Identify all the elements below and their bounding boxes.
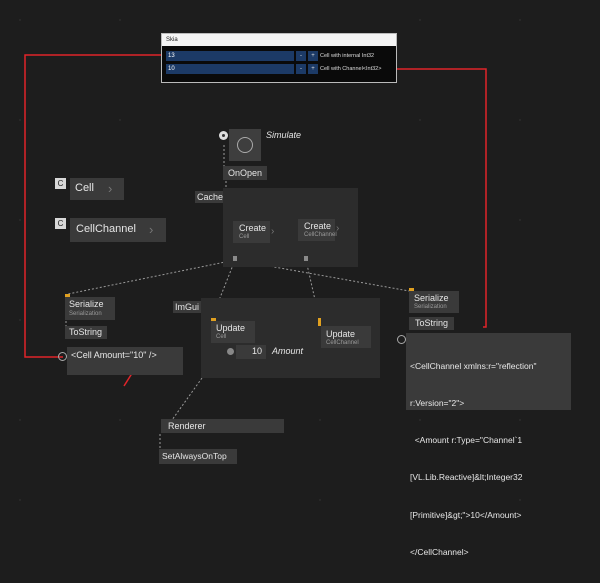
- skia-row-cellchannel: 10 - + Cell with Channel<Int32>: [166, 64, 392, 74]
- simulate-toggle[interactable]: [219, 131, 228, 140]
- cellchannel-class-tag: C: [55, 218, 66, 229]
- cellchannel-int-increment-button[interactable]: +: [308, 64, 318, 74]
- create-cell-output-pin[interactable]: [233, 256, 237, 261]
- amount-label: Amount: [272, 346, 304, 356]
- cellchannel-int-decrement-button[interactable]: -: [296, 64, 306, 74]
- cellchannel-type-node[interactable]: CellChannel ›: [70, 218, 166, 242]
- create-cell-node[interactable]: Create Cell: [233, 221, 270, 243]
- right-output-text: <CellChannel xmlns:r="reflection" r:Vers…: [410, 335, 537, 583]
- imgui-node[interactable]: ImGui: [173, 301, 201, 313]
- create-cell-sub: Cell: [239, 234, 250, 240]
- setalwaysontop-node[interactable]: SetAlwaysOnTop: [159, 449, 237, 464]
- tostring-left-node[interactable]: ToString: [65, 326, 107, 339]
- cell-int-decrement-button[interactable]: -: [296, 51, 306, 61]
- skia-window-title: Skia: [162, 34, 396, 46]
- skia-row-cell: 13 - + Cell with internal Int32: [166, 51, 392, 61]
- dot-grid: [19, 19, 521, 501]
- create-cellchannel-node[interactable]: Create CellChannel: [298, 219, 337, 241]
- serialize-left-label: Serialize: [69, 299, 104, 309]
- serialize-right-label: Serialize: [414, 293, 449, 303]
- setalwaysontop-label: SetAlwaysOnTop: [162, 451, 227, 461]
- update-cellchannel-input-pin[interactable]: [318, 318, 321, 326]
- right-output-line: [VL.Lib.Reactive]&lt;Integer32: [410, 472, 523, 483]
- imgui-label: ImGui: [175, 302, 200, 312]
- onopen-node[interactable]: OnOpen: [223, 166, 267, 180]
- tostring-left-label: ToString: [69, 327, 103, 337]
- update-cellchannel-sub: CellChannel: [326, 340, 359, 346]
- cache-label: Cache: [197, 192, 224, 202]
- renderer-label: Renderer: [168, 421, 206, 431]
- serialize-right-input-pin[interactable]: [409, 288, 414, 291]
- right-output-pin-icon: [397, 335, 406, 344]
- create-cellchannel-label: Create: [304, 221, 332, 231]
- amount-value: 10: [252, 346, 263, 356]
- right-output-line: </CellChannel>: [410, 546, 469, 557]
- right-output-line: <CellChannel xmlns:r="reflection": [410, 360, 537, 371]
- renderer-node[interactable]: Renderer: [161, 419, 284, 433]
- update-cell-node[interactable]: Update Cell: [211, 321, 255, 343]
- left-output-pin-icon: [58, 352, 67, 361]
- right-output-line: r:Version="2">: [410, 398, 465, 409]
- tostring-right-node[interactable]: ToString: [409, 317, 454, 330]
- create-cell-chevron-icon: ›: [271, 226, 275, 237]
- amount-iobox[interactable]: 10: [236, 345, 266, 359]
- cellchannel-type-label: CellChannel: [76, 223, 136, 235]
- cell-type-chevron-icon: ›: [108, 181, 113, 196]
- serialize-left-node[interactable]: Serialize Serialization: [65, 297, 115, 320]
- cell-int-label: Cell with internal Int32: [320, 53, 375, 59]
- update-cellchannel-node[interactable]: Update CellChannel: [321, 326, 371, 348]
- tostring-right-label: ToString: [415, 318, 449, 328]
- right-output-line: <Amount r:Type="Channel`1: [410, 435, 523, 446]
- right-output-iobox[interactable]: <CellChannel xmlns:r="reflection" r:Vers…: [406, 333, 571, 557]
- left-output-iobox[interactable]: <Cell Amount="10" />: [67, 347, 183, 375]
- serialize-left-input-pin[interactable]: [65, 294, 70, 297]
- simulate-label: Simulate: [266, 130, 302, 140]
- create-cellchannel-chevron-icon: ›: [336, 223, 340, 234]
- cell-int-increment-button[interactable]: +: [308, 51, 318, 61]
- cellchannel-type-chevron-icon: ›: [149, 222, 154, 237]
- cell-int-input[interactable]: 13: [166, 51, 294, 61]
- onopen-label: OnOpen: [228, 168, 263, 178]
- amount-pin-icon: [227, 348, 234, 355]
- serialize-left-sub: Serialization: [69, 311, 102, 317]
- update-cell-sub: Cell: [216, 334, 227, 340]
- cache-node[interactable]: Cache: [195, 191, 223, 203]
- create-cellchannel-output-pin[interactable]: [304, 256, 308, 261]
- serialize-right-sub: Serialization: [414, 304, 447, 310]
- update-cell-input-pin[interactable]: [211, 318, 216, 321]
- left-output-text: <Cell Amount="10" />: [71, 350, 157, 360]
- cellchannel-int-label: Cell with Channel<Int32>: [320, 66, 382, 72]
- skia-window: Skia 13 - + Cell with internal Int32 10 …: [161, 33, 397, 83]
- cell-type-node[interactable]: Cell ›: [70, 178, 124, 200]
- simulate-bang-button[interactable]: [229, 129, 261, 161]
- create-cellchannel-sub: CellChannel: [304, 232, 337, 238]
- update-cell-label: Update: [216, 323, 246, 333]
- cell-type-label: Cell: [75, 182, 94, 194]
- update-cellchannel-label: Update: [326, 329, 356, 339]
- cellchannel-int-input[interactable]: 10: [166, 64, 294, 74]
- annotation-lines: [24, 54, 487, 358]
- cell-class-tag: C: [55, 178, 66, 189]
- create-cell-label: Create: [239, 223, 267, 233]
- serialize-right-node[interactable]: Serialize Serialization: [409, 291, 459, 313]
